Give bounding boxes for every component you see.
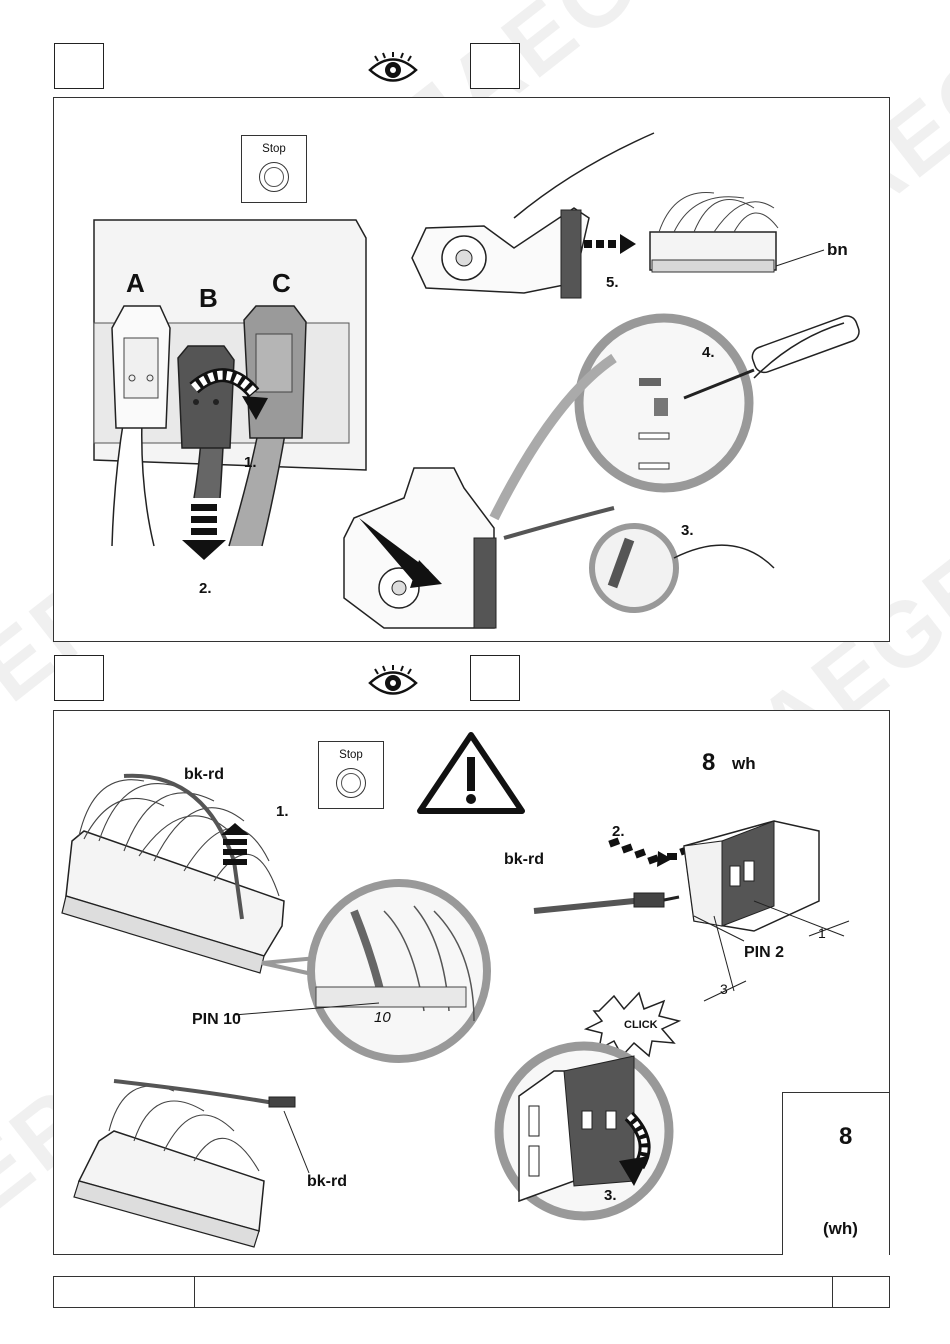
click-label: CLICK [624, 1019, 658, 1031]
pin-number-10: 10 [374, 1009, 391, 1026]
footer-cell-right [832, 1277, 889, 1307]
wire-color-bn: bn [827, 240, 848, 260]
socket-label-b: B [199, 283, 218, 314]
step-label-3: 3. [681, 522, 694, 539]
footer-cell-left [54, 1277, 195, 1307]
connector-info-box: 8 (wh) [782, 1092, 889, 1255]
pin-10-label: PIN 10 [192, 1011, 241, 1029]
pin-number-3: 3 [720, 981, 728, 997]
housing-number: 8 [702, 749, 715, 777]
housing-color: wh [732, 754, 756, 774]
eye-icon [368, 668, 418, 698]
step-label-1: 1. [244, 454, 257, 471]
eye-icon [368, 55, 418, 85]
bottom-panel: Stop [53, 710, 890, 1255]
info-number: 8 [839, 1123, 852, 1151]
connector-sockets-illustration [54, 98, 889, 641]
step-number-box-left-2 [54, 655, 104, 701]
footer-bar [53, 1276, 890, 1308]
wire-color-bk-rd-top: bk-rd [184, 766, 224, 784]
pin-number-1: 1 [818, 925, 826, 941]
info-color: (wh) [823, 1219, 858, 1239]
top-panel: Stop [53, 97, 890, 642]
step-number-box-right [470, 43, 520, 89]
step-label-3: 3. [604, 1187, 617, 1204]
wire-color-bk-rd-plug: bk-rd [504, 851, 544, 869]
pin-removal-illustration [54, 711, 889, 1254]
step-number-box-right-2 [470, 655, 520, 701]
pin-2-label: PIN 2 [744, 944, 784, 962]
step-number-box-left [54, 43, 104, 89]
socket-label-c: C [272, 268, 291, 299]
step-label-2: 2. [612, 823, 625, 840]
step-label-1: 1. [276, 803, 289, 820]
step-label-5: 5. [606, 274, 619, 291]
step-label-4: 4. [702, 344, 715, 361]
wire-color-bk-rd-bottom: bk-rd [307, 1173, 347, 1191]
socket-label-a: A [126, 268, 145, 299]
step-label-2: 2. [199, 580, 212, 597]
